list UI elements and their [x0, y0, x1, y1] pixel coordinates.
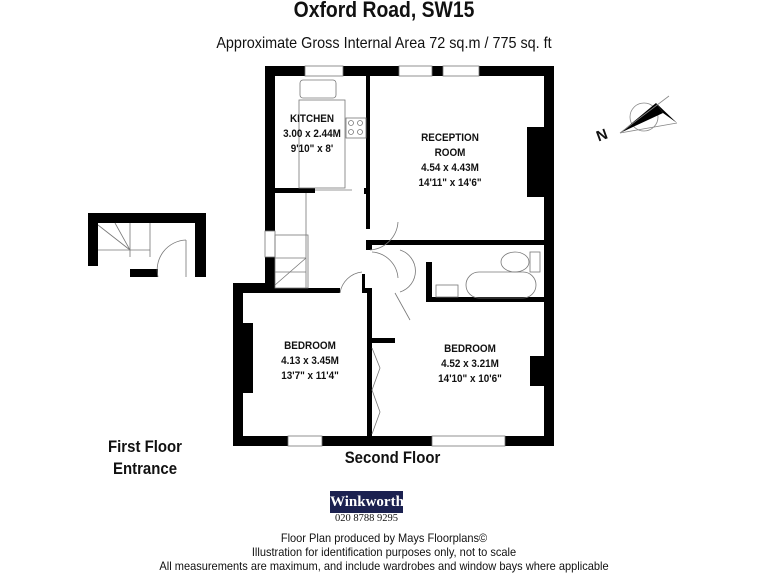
footer-line-3: All measurements are maximum, and includ… — [159, 559, 609, 573]
room-imperial: 9'10" x 8' — [290, 143, 334, 155]
footer-line-2: Illustration for identification purposes… — [251, 545, 517, 559]
page-title: Oxford Road, SW15 — [293, 0, 475, 22]
room-imperial: 14'10" x 10'6" — [438, 373, 502, 385]
room-imperial: 13'7" x 11'4" — [281, 370, 339, 382]
room-name: BEDROOM — [444, 343, 496, 355]
area-subtitle: Approximate Gross Internal Area 72 sq.m … — [216, 35, 552, 52]
room-metric: 4.52 x 3.21M — [441, 358, 499, 370]
room-imperial: 14'11" x 14'6" — [418, 177, 482, 189]
floor-sub: Entrance — [112, 459, 178, 478]
agent-phone: 020 8788 9295 — [335, 513, 398, 524]
room-name-2: ROOM — [434, 147, 466, 159]
north-arrow-icon — [619, 95, 678, 134]
room-metric: 3.00 x 2.44M — [283, 128, 341, 140]
footer-line-1: Floor Plan produced by Mays Floorplans© — [280, 531, 488, 545]
bedroom-1-label: BEDROOM 4.13 x 3.45M 13'7" x 11'4" — [270, 339, 351, 384]
reception-label: RECEPTION ROOM 4.54 x 4.43M 14'11" x 14'… — [405, 131, 495, 191]
first-floor-label: First Floor Entrance — [92, 436, 198, 480]
kitchen-label: KITCHEN 3.00 x 2.44M 9'10" x 8' — [276, 112, 348, 157]
room-name: RECEPTION — [421, 132, 479, 144]
winkworth-logo: Winkworth — [330, 491, 404, 513]
floor-name: First Floor — [108, 437, 182, 456]
bedroom-2-label: BEDROOM 4.52 x 3.21M 14'10" x 10'6" — [425, 342, 515, 387]
room-metric: 4.54 x 4.43M — [421, 162, 479, 174]
room-name: KITCHEN — [289, 113, 334, 125]
second-floor-label: Second Floor — [344, 448, 441, 467]
room-metric: 4.13 x 3.45M — [281, 355, 339, 367]
room-name: BEDROOM — [284, 340, 336, 352]
